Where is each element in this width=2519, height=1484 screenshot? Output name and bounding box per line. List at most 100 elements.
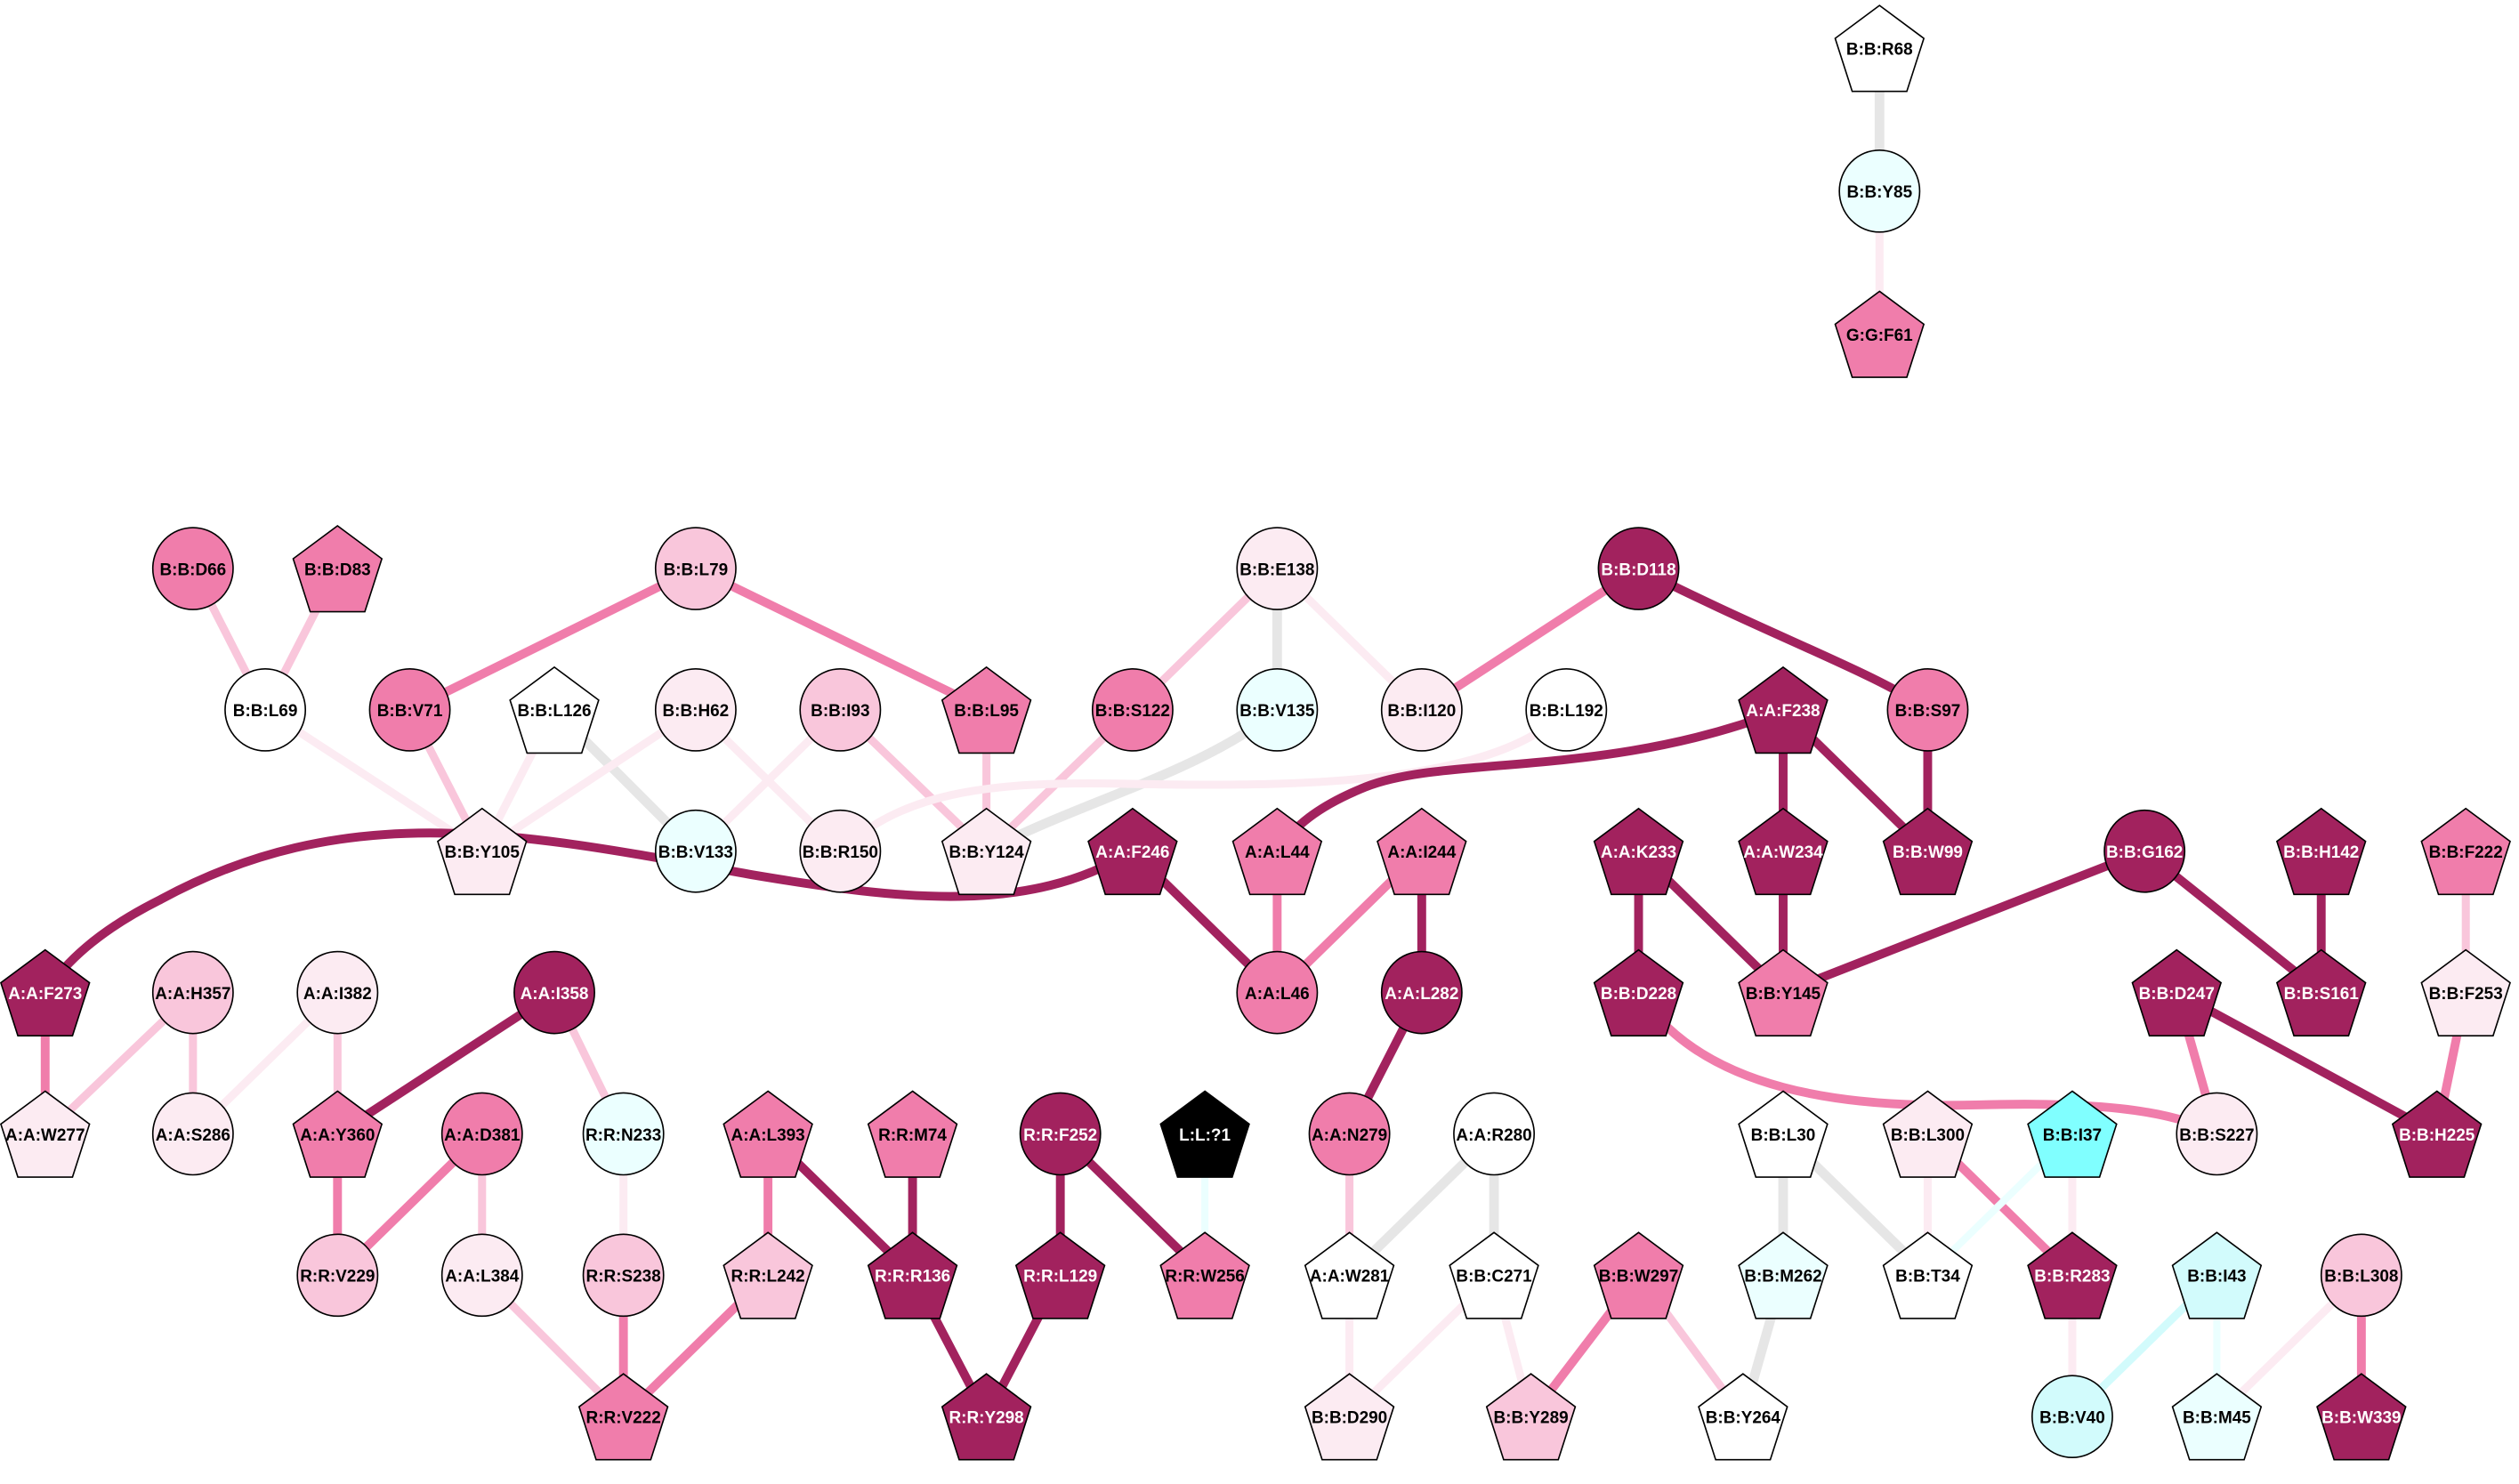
- node-b-b-f253[interactable]: B:B:F253: [2420, 948, 2511, 1036]
- node-a-a-f246[interactable]: A:A:F246: [1087, 807, 1178, 896]
- pentagon-shape: [723, 1090, 813, 1178]
- circle-shape: [654, 809, 737, 893]
- pentagon-shape: [941, 665, 1032, 754]
- node-a-a-k233[interactable]: A:A:K233: [1593, 807, 1684, 896]
- node-b-b-c271[interactable]: B:B:C271: [1449, 1231, 1539, 1319]
- node-b-b-v71[interactable]: B:B:V71: [368, 668, 451, 752]
- circle-shape: [440, 1233, 523, 1318]
- node-a-a-f238[interactable]: A:A:F238: [1738, 665, 1829, 754]
- node-l-l--1[interactable]: L:L:?1: [1159, 1090, 1250, 1178]
- node-a-a-y360[interactable]: A:A:Y360: [292, 1090, 384, 1178]
- node-b-b-l192[interactable]: B:B:L192: [1525, 668, 1608, 752]
- node-b-b-s227[interactable]: B:B:S227: [2176, 1092, 2258, 1176]
- node-b-b-v133[interactable]: B:B:V133: [654, 809, 737, 893]
- node-a-a-n279[interactable]: A:A:N279: [1308, 1092, 1391, 1176]
- pentagon-shape: [437, 807, 528, 896]
- node-a-a-l46[interactable]: A:A:L46: [1236, 950, 1319, 1035]
- node-b-b-i120[interactable]: B:B:I120: [1380, 668, 1463, 752]
- pentagon-shape: [1593, 1231, 1684, 1319]
- pentagon-shape: [1738, 1231, 1829, 1319]
- circle-shape: [368, 668, 451, 752]
- node-b-b-s97[interactable]: B:B:S97: [1886, 668, 1969, 752]
- node-a-a-h357[interactable]: A:A:H357: [151, 950, 234, 1035]
- node-b-b-l79[interactable]: B:B:L79: [654, 527, 737, 610]
- node-b-b-v40[interactable]: B:B:V40: [2031, 1375, 2113, 1459]
- node-b-b-f222[interactable]: B:B:F222: [2420, 807, 2511, 896]
- node-b-b-l126[interactable]: B:B:L126: [509, 665, 600, 754]
- circle-shape: [1091, 668, 1174, 752]
- node-a-a-w234[interactable]: A:A:W234: [1738, 807, 1829, 896]
- node-r-r-v229[interactable]: R:R:V229: [296, 1233, 379, 1318]
- node-b-b-y105[interactable]: B:B:Y105: [437, 807, 528, 896]
- node-b-b-w339[interactable]: B:B:W339: [2316, 1373, 2407, 1461]
- pentagon-shape: [2420, 807, 2511, 896]
- pentagon-shape: [1304, 1373, 1395, 1461]
- node-b-b-l69[interactable]: B:B:L69: [224, 668, 307, 752]
- node-b-b-e138[interactable]: B:B:E138: [1236, 527, 1319, 610]
- circle-shape: [582, 1233, 665, 1318]
- node-r-r-n233[interactable]: R:R:N233: [582, 1092, 665, 1176]
- node-b-b-l308[interactable]: B:B:L308: [2320, 1233, 2402, 1318]
- node-b-b-d247[interactable]: B:B:D247: [2131, 948, 2223, 1036]
- node-b-b-h142[interactable]: B:B:H142: [2275, 807, 2367, 896]
- pentagon-shape: [1834, 4, 1926, 93]
- node-a-a-s286[interactable]: A:A:S286: [151, 1092, 234, 1176]
- circle-shape: [151, 527, 234, 610]
- node-a-a-f273[interactable]: A:A:F273: [0, 948, 91, 1036]
- node-a-a-l393[interactable]: A:A:L393: [723, 1090, 813, 1178]
- pentagon-shape: [1377, 807, 1467, 896]
- node-b-b-h225[interactable]: B:B:H225: [2391, 1090, 2483, 1178]
- node-r-r-l242[interactable]: R:R:L242: [723, 1231, 813, 1319]
- pentagon-shape: [1698, 1373, 1788, 1461]
- node-r-r-y298[interactable]: R:R:Y298: [941, 1373, 1032, 1461]
- circle-shape: [2320, 1233, 2402, 1318]
- node-b-b-w297[interactable]: B:B:W297: [1593, 1231, 1684, 1319]
- pentagon-shape: [577, 1373, 669, 1461]
- node-b-b-r150[interactable]: B:B:R150: [799, 809, 882, 893]
- node-a-a-i358[interactable]: A:A:I358: [513, 950, 595, 1035]
- node-b-b-y264[interactable]: B:B:Y264: [1698, 1373, 1788, 1461]
- node-b-b-y85[interactable]: B:B:Y85: [1838, 149, 1921, 233]
- pentagon-shape: [2391, 1090, 2483, 1178]
- pentagon-shape: [867, 1231, 958, 1319]
- circle-shape: [1236, 950, 1319, 1035]
- node-b-b-d118[interactable]: B:B:D118: [1597, 527, 1680, 610]
- node-b-b-r68[interactable]: B:B:R68: [1834, 4, 1926, 93]
- node-a-a-r280[interactable]: A:A:R280: [1453, 1092, 1536, 1176]
- edge-B-B-L192-to-B-B-R150: [837, 706, 1570, 855]
- node-r-r-s238[interactable]: R:R:S238: [582, 1233, 665, 1318]
- pentagon-shape: [1159, 1231, 1250, 1319]
- node-b-b-d83[interactable]: B:B:D83: [292, 525, 384, 613]
- pentagon-shape: [2275, 948, 2367, 1036]
- node-b-b-d66[interactable]: B:B:D66: [151, 527, 234, 610]
- pentagon-shape: [2027, 1090, 2118, 1178]
- node-b-b-g162[interactable]: B:B:G162: [2103, 809, 2186, 893]
- node-b-b-l95[interactable]: B:B:L95: [941, 665, 1032, 754]
- node-a-a-i244[interactable]: A:A:I244: [1377, 807, 1467, 896]
- node-b-b-s122[interactable]: B:B:S122: [1091, 668, 1174, 752]
- node-b-b-m262[interactable]: B:B:M262: [1738, 1231, 1829, 1319]
- node-b-b-v135[interactable]: B:B:V135: [1236, 668, 1319, 752]
- node-b-b-y289[interactable]: B:B:Y289: [1485, 1373, 1577, 1461]
- node-a-a-d381[interactable]: A:A:D381: [440, 1092, 523, 1176]
- node-r-r-l129[interactable]: R:R:L129: [1014, 1231, 1106, 1319]
- node-g-g-f61[interactable]: G:G:F61: [1834, 290, 1926, 378]
- node-b-b-i93[interactable]: B:B:I93: [799, 668, 882, 752]
- pentagon-shape: [1738, 948, 1829, 1036]
- node-a-a-l282[interactable]: A:A:L282: [1380, 950, 1463, 1035]
- node-r-r-f252[interactable]: R:R:F252: [1019, 1092, 1102, 1176]
- node-b-b-l30[interactable]: B:B:L30: [1738, 1090, 1829, 1178]
- node-a-a-i382[interactable]: A:A:I382: [296, 950, 379, 1035]
- edge-B-B-D118-to-B-B-I120: [1419, 564, 1642, 714]
- pentagon-shape: [1014, 1231, 1106, 1319]
- node-b-b-d228[interactable]: B:B:D228: [1593, 948, 1684, 1036]
- node-b-b-h62[interactable]: B:B:H62: [654, 668, 737, 752]
- node-a-a-l384[interactable]: A:A:L384: [440, 1233, 523, 1318]
- pentagon-shape: [1449, 1231, 1539, 1319]
- edge-B-B-H62-to-B-B-Y105: [480, 706, 698, 855]
- node-b-b-i43[interactable]: B:B:I43: [2171, 1231, 2263, 1319]
- pentagon-shape: [941, 1373, 1032, 1461]
- circle-shape: [1838, 149, 1921, 233]
- node-r-r-m74[interactable]: R:R:M74: [867, 1090, 958, 1178]
